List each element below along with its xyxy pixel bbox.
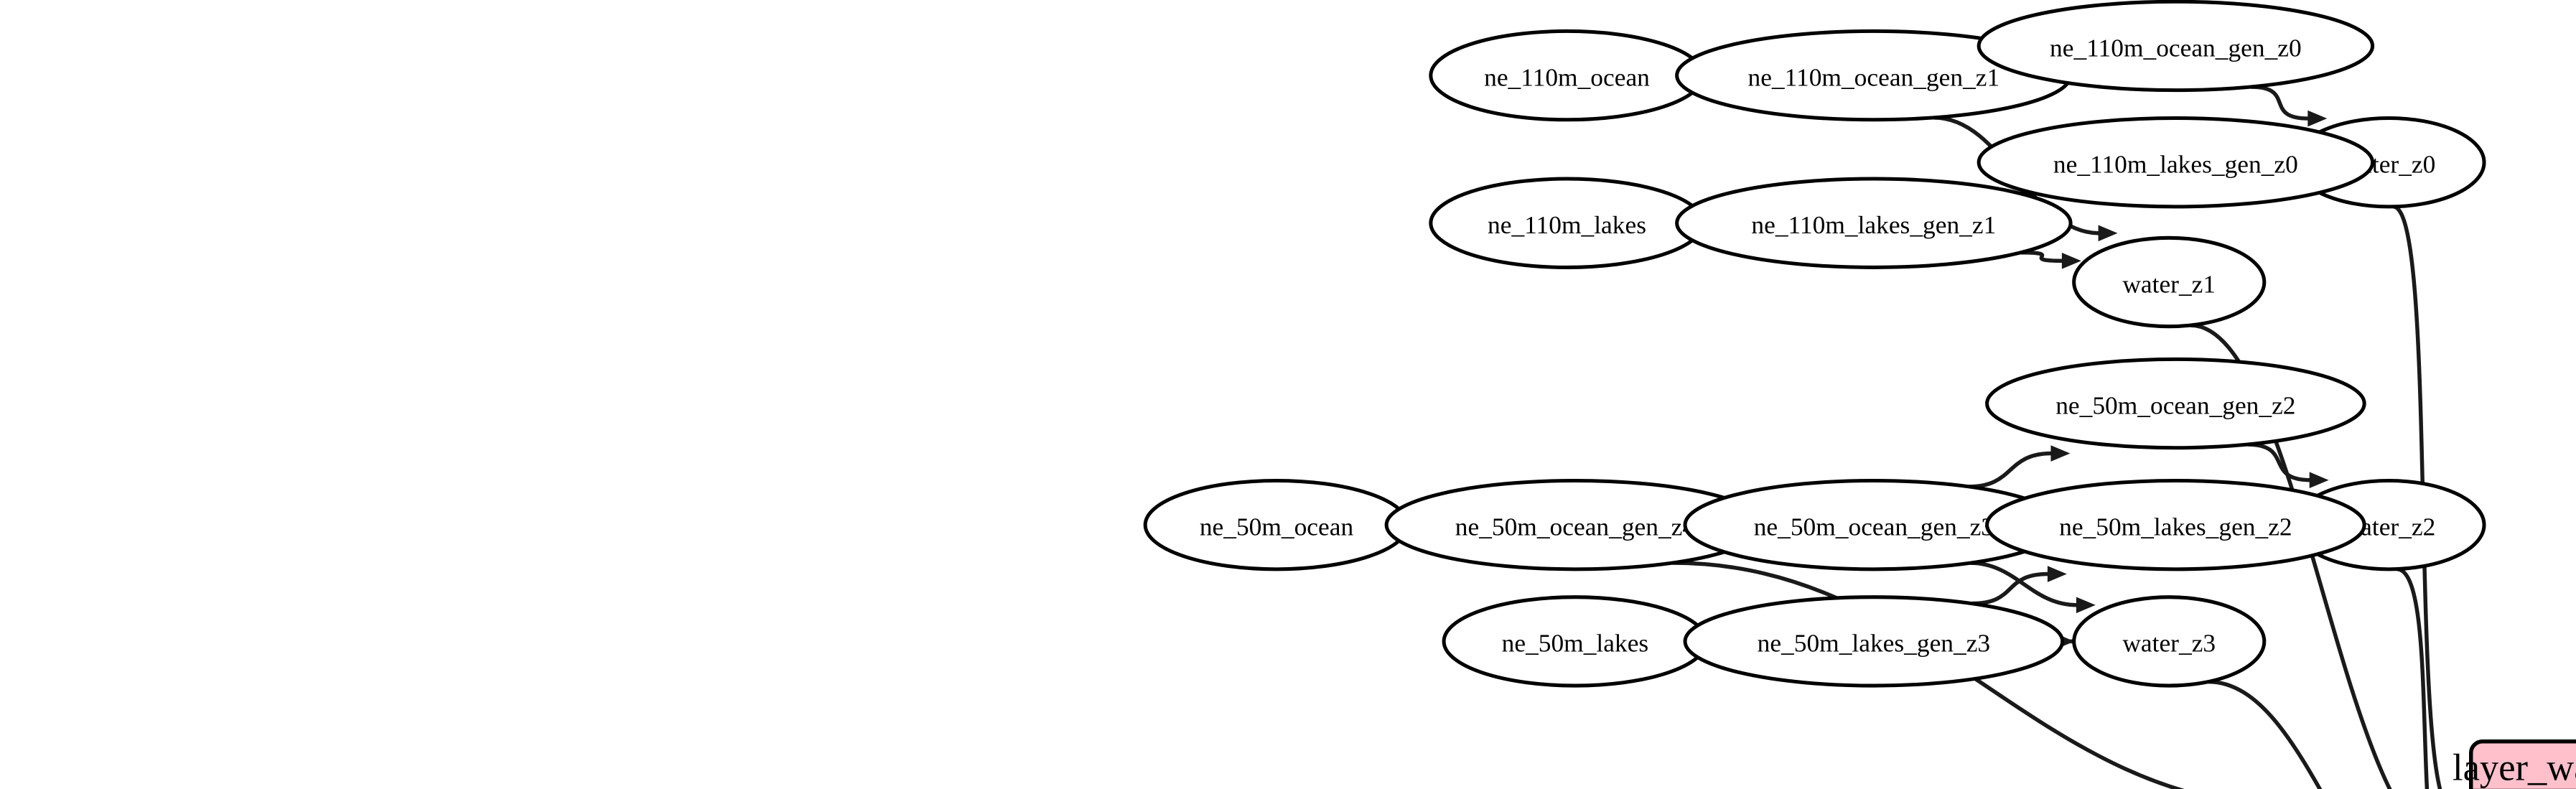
edge-arrowhead [2309, 472, 2329, 489]
edge-arrowhead [2047, 566, 2067, 582]
node-water_z3[interactable]: water_z3 [2072, 595, 2267, 688]
edge-arrowhead [2050, 445, 2071, 462]
node-ne_50m_ocean_gen_z2[interactable]: ne_50m_ocean_gen_z2 [1985, 357, 2366, 450]
node-ne_110m_lakes[interactable]: ne_110m_lakes [1429, 177, 1705, 269]
record-title: layer_water [2453, 747, 2576, 788]
node-water_z1[interactable]: water_z1 [2072, 235, 2267, 329]
edge-ne_50m_ocean_gen_z3-to-water_z3 [1970, 561, 2078, 607]
node-shape[interactable] [1977, 116, 2375, 209]
node-ne_110m_lakes_gen_z0[interactable]: ne_110m_lakes_gen_z0 [1977, 116, 2375, 209]
node-label: ne_110m_lakes_gen_z0 [2053, 149, 2298, 178]
node-label: ne_50m_ocean_gen_z3 [1754, 512, 1994, 541]
node-ne_110m_lakes_gen_z1[interactable]: ne_110m_lakes_gen_z1 [1675, 177, 2073, 269]
edge-arrowhead [2076, 597, 2096, 614]
node-label: ne_50m_lakes_gen_z3 [1758, 629, 1991, 658]
edge-water_z3-to-layer_water-z3 [2208, 679, 2323, 789]
node-shape[interactable] [2072, 235, 2267, 329]
node-shape[interactable] [1985, 357, 2366, 450]
edge-ne_50m_lakes_gen_z3-to-ne_50m_lakes_gen_z2 [1971, 571, 2049, 606]
nodes-layer: imposm3osm_water_polygonosm_ocean_polygo… [1143, 0, 2486, 688]
node-label: ne_110m_ocean [1484, 62, 1650, 91]
edge-ne_50m_ocean_gen_z3-to-ne_50m_ocean_gen_z2 [1969, 451, 2052, 489]
record-node-layer: layer_waterz0z1z2z3z4z5z6z7z8z9z10z11z12… [2453, 739, 2576, 789]
node-label: ne_110m_ocean_gen_z0 [2050, 33, 2302, 62]
node-label: ne_110m_lakes_gen_z1 [1751, 210, 1996, 239]
edge-ne_50m_ocean_gen_z4-to-water_z4 [1672, 561, 2185, 789]
edge-arrowhead [2307, 110, 2328, 127]
edge-ne_50m_ocean_gen_z2-to-water_z2 [2247, 442, 2310, 482]
edge-water_z1-to-layer_water-z1 [2190, 323, 2392, 789]
node-label: water_z3 [2122, 629, 2216, 658]
node-ne_110m_ocean_gen_z1[interactable]: ne_110m_ocean_gen_z1 [1675, 29, 2073, 122]
node-label: water_z1 [2122, 269, 2216, 298]
node-ne_50m_ocean_gen_z4[interactable]: ne_50m_ocean_gen_z4 [1384, 478, 1766, 571]
node-ne_50m_ocean[interactable]: ne_50m_ocean [1143, 478, 1410, 571]
node-label: ne_50m_lakes [1502, 629, 1649, 658]
node-ne_50m_lakes[interactable]: ne_50m_lakes [1442, 595, 1709, 688]
node-shape[interactable] [1985, 478, 2366, 571]
node-label: ne_50m_ocean [1200, 512, 1354, 541]
node-ne_50m_lakes_gen_z3[interactable]: ne_50m_lakes_gen_z3 [1683, 595, 2065, 688]
node-shape[interactable] [2072, 595, 2267, 688]
layer-water-record[interactable] [2468, 739, 2576, 789]
node-shape[interactable] [1977, 0, 2375, 93]
node-ne_50m_lakes_gen_z2[interactable]: ne_50m_lakes_gen_z2 [1985, 478, 2366, 571]
node-shape[interactable] [1675, 177, 2073, 269]
node-label: ne_50m_lakes_gen_z2 [2059, 512, 2292, 541]
node-label: ne_110m_ocean_gen_z1 [1748, 62, 2000, 91]
edge-arrowhead [2061, 253, 2081, 269]
edge-ne_110m_ocean_gen_z0-to-water_z0 [2250, 85, 2309, 121]
node-ne_50m_ocean_gen_z3[interactable]: ne_50m_ocean_gen_z3 [1683, 478, 2065, 571]
edge-arrowhead [2098, 225, 2118, 242]
node-label: ne_50m_ocean_gen_z4 [1455, 512, 1696, 541]
edge-ne_110m_lakes_gen_z1-to-water_z1 [2020, 250, 2063, 263]
node-ne_110m_ocean_gen_z0[interactable]: ne_110m_ocean_gen_z0 [1977, 0, 2375, 93]
edge-water_z2-to-layer_water-z2 [2396, 566, 2430, 789]
node-ne_110m_ocean[interactable]: ne_110m_ocean [1429, 29, 1705, 122]
node-label: ne_50m_ocean_gen_z2 [2055, 391, 2295, 419]
node-label: ne_110m_lakes [1488, 210, 1646, 239]
node-shape[interactable] [1683, 595, 2065, 688]
